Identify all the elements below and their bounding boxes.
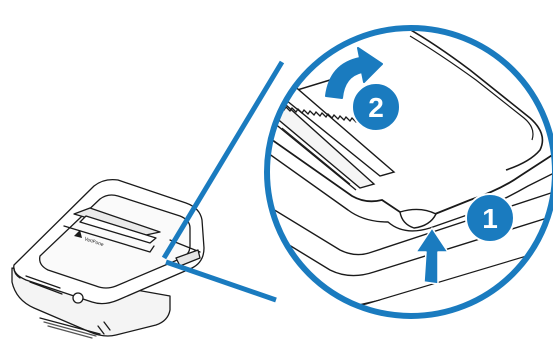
step-2-number: 2: [368, 92, 384, 123]
step-1-number: 1: [482, 203, 498, 234]
